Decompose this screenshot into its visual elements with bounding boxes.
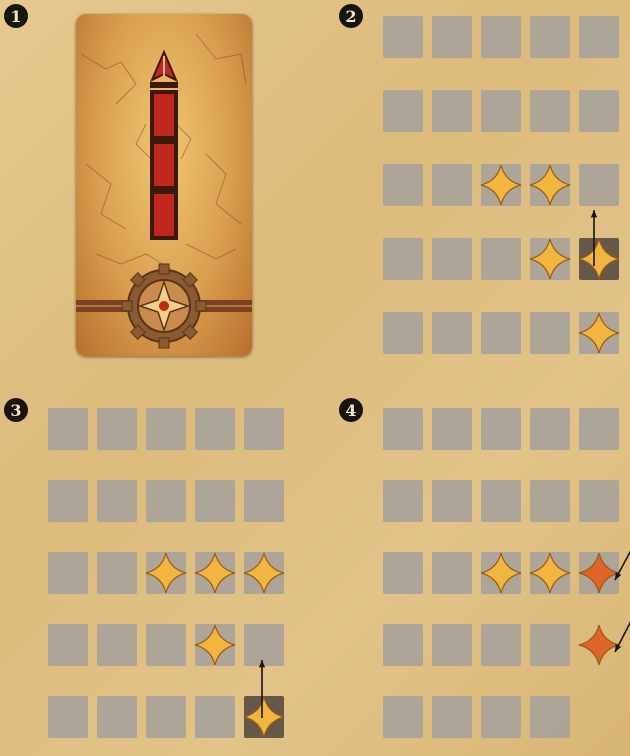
star-token-icon <box>528 163 572 207</box>
board-cell <box>530 16 570 58</box>
board-cell <box>48 408 88 450</box>
board-cell <box>383 90 423 132</box>
board-cell <box>481 90 521 132</box>
board-cell <box>97 696 137 738</box>
board-cell <box>432 552 472 594</box>
board-cell <box>530 696 570 738</box>
arrow-icon <box>244 658 274 718</box>
board-cell <box>383 164 423 206</box>
board-cell <box>481 480 521 522</box>
board-cell <box>48 552 88 594</box>
movement-card <box>76 14 252 356</box>
board-cell <box>97 624 137 666</box>
board-cell <box>195 408 235 450</box>
board-cell <box>146 696 186 738</box>
board-cell <box>481 16 521 58</box>
board-cell <box>432 16 472 58</box>
board-cell <box>579 164 619 206</box>
arrow-icon <box>603 528 630 588</box>
arrow-icon <box>579 206 609 266</box>
board-cell <box>195 480 235 522</box>
board-cell <box>530 624 570 666</box>
board-cell <box>244 480 284 522</box>
board-cell <box>97 408 137 450</box>
arrowhead-icon <box>152 52 176 80</box>
board-cell <box>579 408 619 450</box>
star-token-icon <box>479 551 523 595</box>
star-token-icon <box>193 551 237 595</box>
board-cell <box>481 624 521 666</box>
board-cell <box>244 408 284 450</box>
board-cell <box>481 312 521 354</box>
step-number-4: 4 <box>339 398 363 422</box>
board-cell <box>48 696 88 738</box>
board-cell <box>530 408 570 450</box>
board-cell <box>432 90 472 132</box>
step-number-3: 3 <box>4 398 28 422</box>
board-cell <box>432 164 472 206</box>
star-token-icon <box>528 551 572 595</box>
board-cell <box>383 238 423 280</box>
board-cell <box>432 312 472 354</box>
panel-step-2: 2 <box>315 0 630 378</box>
board-cell <box>146 480 186 522</box>
board-cell <box>383 696 423 738</box>
star-token-icon <box>144 551 188 595</box>
board-cell <box>530 480 570 522</box>
board-cell <box>48 480 88 522</box>
board-cell <box>481 696 521 738</box>
board-cell <box>383 16 423 58</box>
panel-step-1: 1 <box>0 0 300 378</box>
step-number-2: 2 <box>339 4 363 28</box>
board-cell <box>579 90 619 132</box>
board-cell <box>195 696 235 738</box>
board-cell <box>383 408 423 450</box>
board-cell <box>383 552 423 594</box>
board-cell <box>530 90 570 132</box>
board-cell <box>530 312 570 354</box>
star-token-icon <box>242 551 286 595</box>
board-cell <box>432 238 472 280</box>
star-token-icon <box>577 311 621 355</box>
panel-step-3: 3 <box>0 390 315 756</box>
board-cell <box>432 696 472 738</box>
card-art <box>76 14 252 356</box>
board-cell <box>146 408 186 450</box>
board-cell <box>97 552 137 594</box>
star-token-icon <box>193 623 237 667</box>
step-number-1: 1 <box>4 4 28 28</box>
board-cell <box>97 480 137 522</box>
board-cell <box>481 408 521 450</box>
board-cell <box>579 480 619 522</box>
board-cell <box>432 624 472 666</box>
arrow-icon <box>603 598 630 658</box>
movement-track <box>150 82 178 240</box>
board-cell <box>48 624 88 666</box>
panel-step-4: 4 <box>315 390 630 756</box>
board-cell <box>383 480 423 522</box>
star-token-icon <box>528 237 572 281</box>
board-cell <box>383 624 423 666</box>
board-cell <box>481 238 521 280</box>
gear-compass-icon <box>122 264 206 348</box>
board-cell <box>432 480 472 522</box>
star-token-icon <box>479 163 523 207</box>
board-cell <box>432 408 472 450</box>
board-cell <box>579 16 619 58</box>
board-cell <box>383 312 423 354</box>
board-cell <box>146 624 186 666</box>
